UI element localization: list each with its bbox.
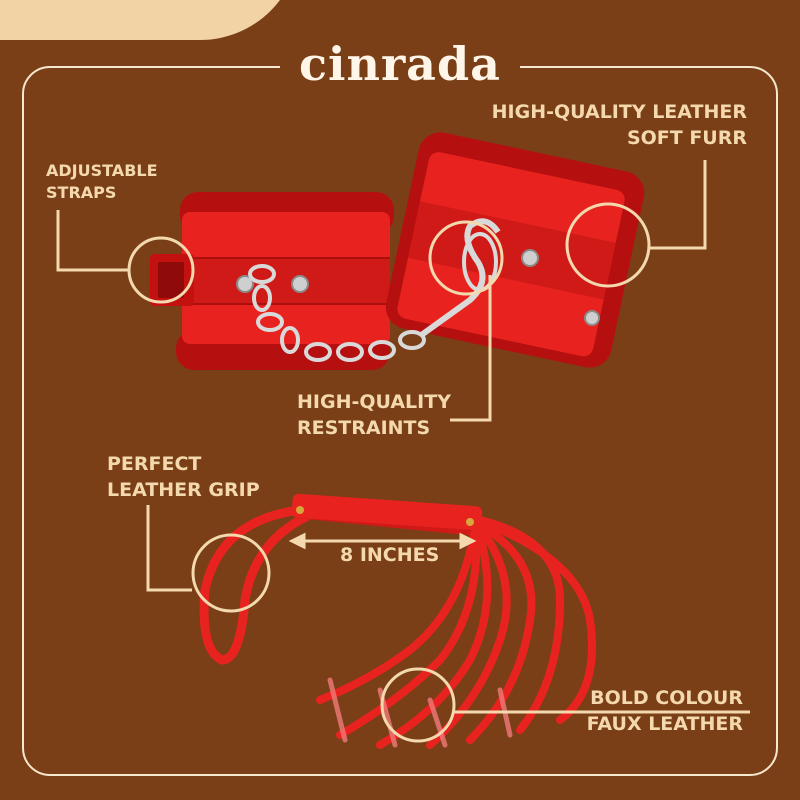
callout-grip-line1: PERFECT bbox=[107, 453, 202, 475]
flogger bbox=[199, 493, 596, 749]
callout-straps-line2: STRAPS bbox=[46, 182, 117, 202]
callout-grip: PERFECT LEATHER GRIP bbox=[107, 452, 260, 503]
callout-restraints: HIGH-QUALITY RESTRAINTS bbox=[297, 390, 451, 441]
callout-straps: ADJUSTABLE STRAPS bbox=[46, 160, 158, 203]
callout-bold: BOLD COLOUR FAUX LEATHER bbox=[587, 686, 743, 737]
callout-leather-line2: SOFT FURR bbox=[626, 126, 747, 149]
callout-bold-line2: FAUX LEATHER bbox=[586, 712, 743, 735]
callout-leather-line1: HIGH-QUALITY LEATHER bbox=[491, 101, 747, 123]
callout-restraints-line1: HIGH-QUALITY bbox=[297, 391, 451, 413]
chain bbox=[248, 218, 501, 362]
callout-lines bbox=[56, 160, 750, 714]
callout-grip-line2: LEATHER GRIP bbox=[107, 478, 260, 501]
measure-label: 8 INCHES bbox=[340, 544, 440, 566]
callout-leather: HIGH-QUALITY LEATHER SOFT FURR bbox=[492, 100, 747, 151]
callout-bold-line1: BOLD COLOUR bbox=[590, 687, 743, 709]
left-cuff bbox=[150, 192, 394, 370]
measure-arrow bbox=[288, 532, 477, 550]
brand-logo: cinrada bbox=[280, 34, 520, 94]
callout-straps-line1: ADJUSTABLE bbox=[46, 161, 158, 180]
highlight-circles bbox=[127, 202, 651, 743]
callout-restraints-line2: RESTRAINTS bbox=[297, 416, 431, 439]
right-cuff bbox=[385, 132, 645, 368]
